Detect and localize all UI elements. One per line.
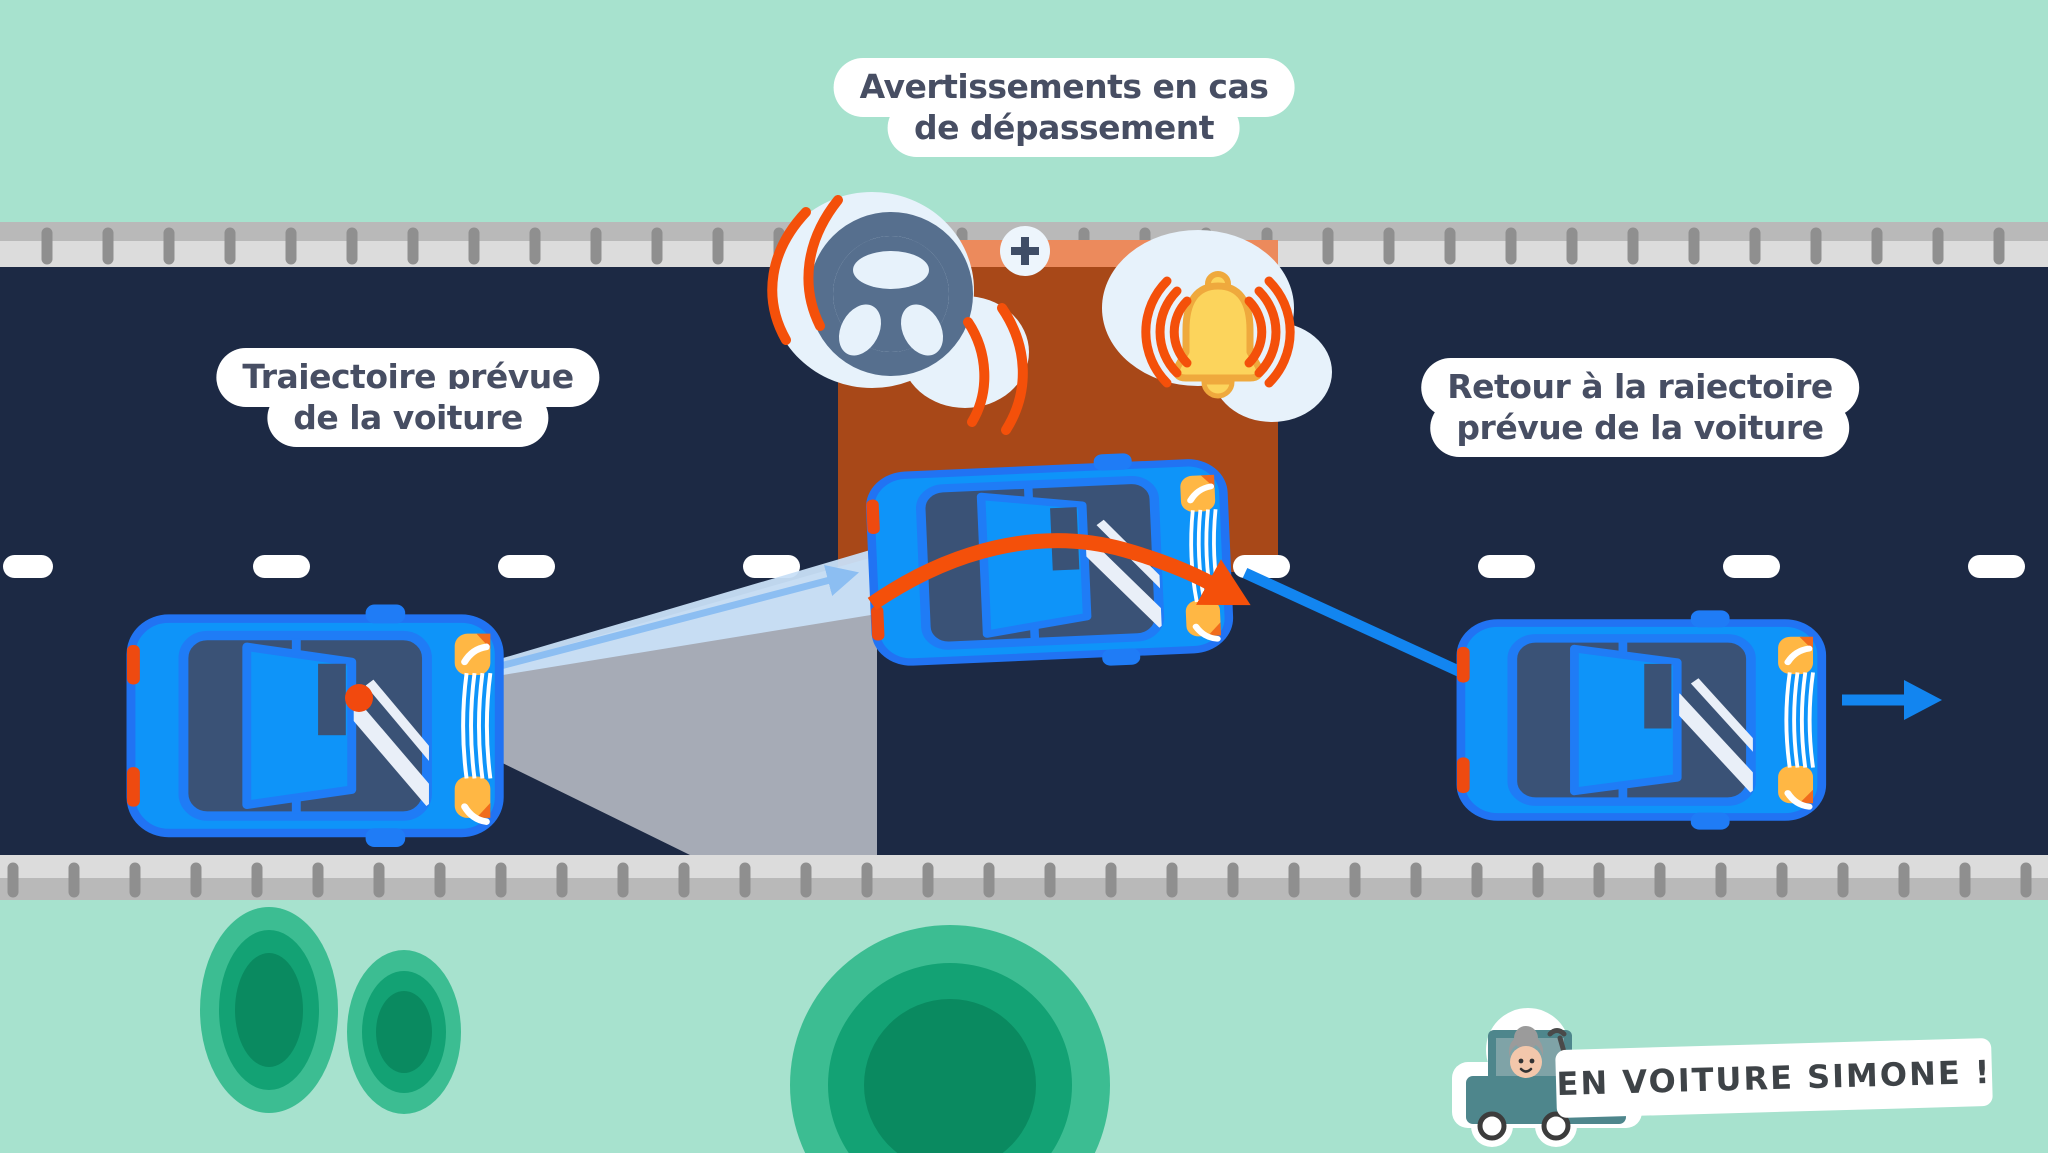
tree-top-view	[347, 950, 461, 1114]
sound-wave-arc	[1169, 296, 1192, 368]
vibration-arc	[963, 317, 990, 427]
vibration-arc	[803, 195, 843, 331]
lane-dash	[1723, 555, 1780, 578]
bell-warning	[1102, 230, 1332, 422]
sound-wave-arc	[1264, 276, 1295, 388]
lane-dash	[1478, 555, 1535, 578]
vibration-arc	[997, 303, 1028, 435]
left-caption: Trajectoire prévue de la voiture	[216, 348, 600, 448]
alarm-bell-icon	[1172, 271, 1264, 399]
car-left	[127, 605, 499, 848]
mascot-face	[1510, 1046, 1542, 1078]
tree-top-view	[790, 925, 1110, 1153]
caption-line: de la voiture	[267, 388, 549, 448]
lane-dash	[1968, 555, 2025, 578]
sound-wave-arc	[1155, 286, 1182, 378]
vibration-arc	[767, 207, 811, 345]
lane-dash	[253, 555, 310, 578]
guardrail-bottom	[0, 855, 2048, 900]
sound-wave-arc	[1254, 286, 1281, 378]
steering-wheel-icon	[809, 212, 973, 376]
mascot-wheel	[1477, 1111, 1507, 1141]
lane-dash	[498, 555, 555, 578]
deviation-arrow-orange	[867, 533, 1251, 611]
return-trajectory-line	[1242, 568, 1468, 679]
right-caption: Retour à la rajectoire prévue de la voit…	[1421, 358, 1859, 458]
lane-dash	[743, 555, 800, 578]
top-caption: Avertissements en cas de dépassement	[833, 58, 1295, 158]
trees	[200, 907, 1110, 1153]
sound-wave-arc	[1244, 296, 1267, 368]
plus-icon	[1000, 226, 1050, 276]
steering-wheel-warning	[767, 192, 1029, 435]
mascot-wheel	[1541, 1111, 1571, 1141]
caption-line: prévue de la voiture	[1430, 398, 1850, 458]
brand-banner: EN VOITURE SIMONE !	[1555, 1037, 1993, 1119]
cane-handle	[1547, 1028, 1567, 1037]
car-right	[1457, 610, 1822, 829]
lane-sensor-dot	[345, 684, 373, 712]
tree-top-view	[200, 907, 338, 1113]
caption-line: de dépassement	[887, 98, 1241, 158]
sound-wave-arc	[1141, 276, 1172, 388]
lane-dash	[3, 555, 53, 578]
